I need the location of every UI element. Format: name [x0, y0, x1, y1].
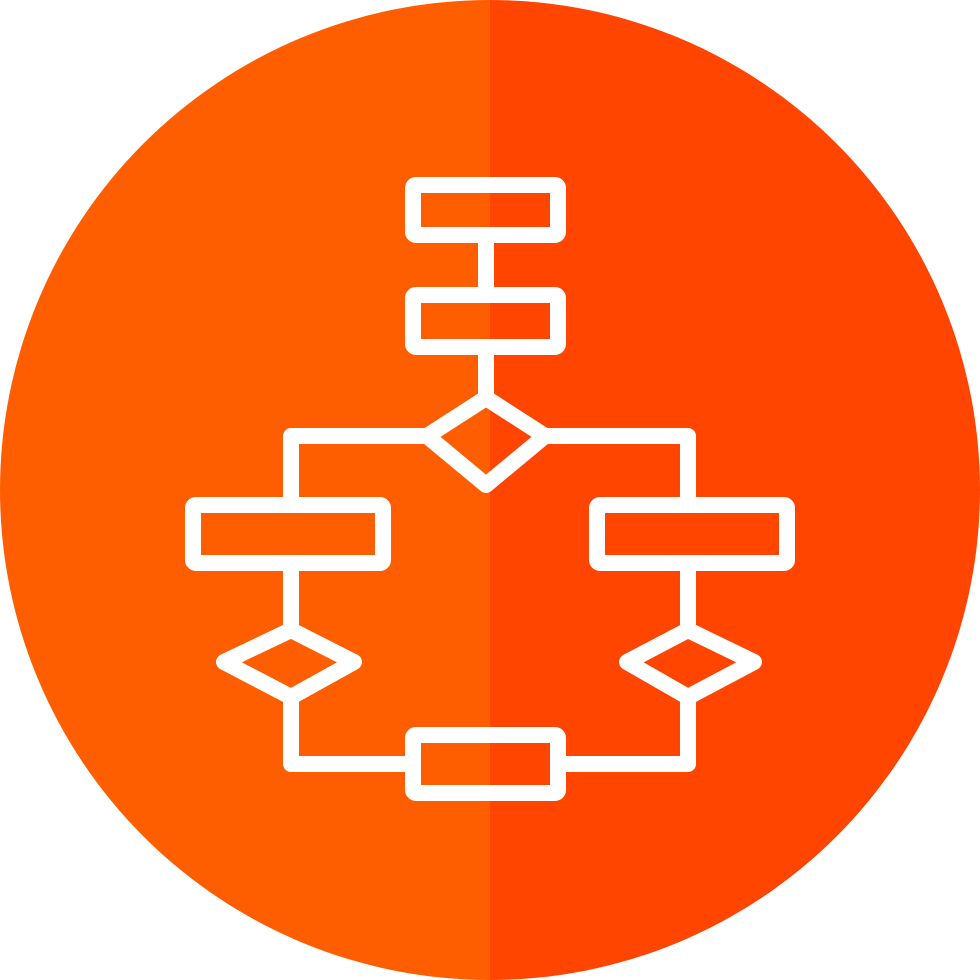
connector-merge-left [283, 689, 421, 772]
connector-merge-right [550, 689, 696, 772]
flowchart-lines [185, 177, 795, 801]
connector-branch-right [537, 428, 696, 513]
connector-branch-left [283, 428, 435, 513]
decision-diamond-top [419, 390, 553, 493]
circle-right-half [490, 0, 980, 980]
circle-left-half [0, 0, 490, 980]
